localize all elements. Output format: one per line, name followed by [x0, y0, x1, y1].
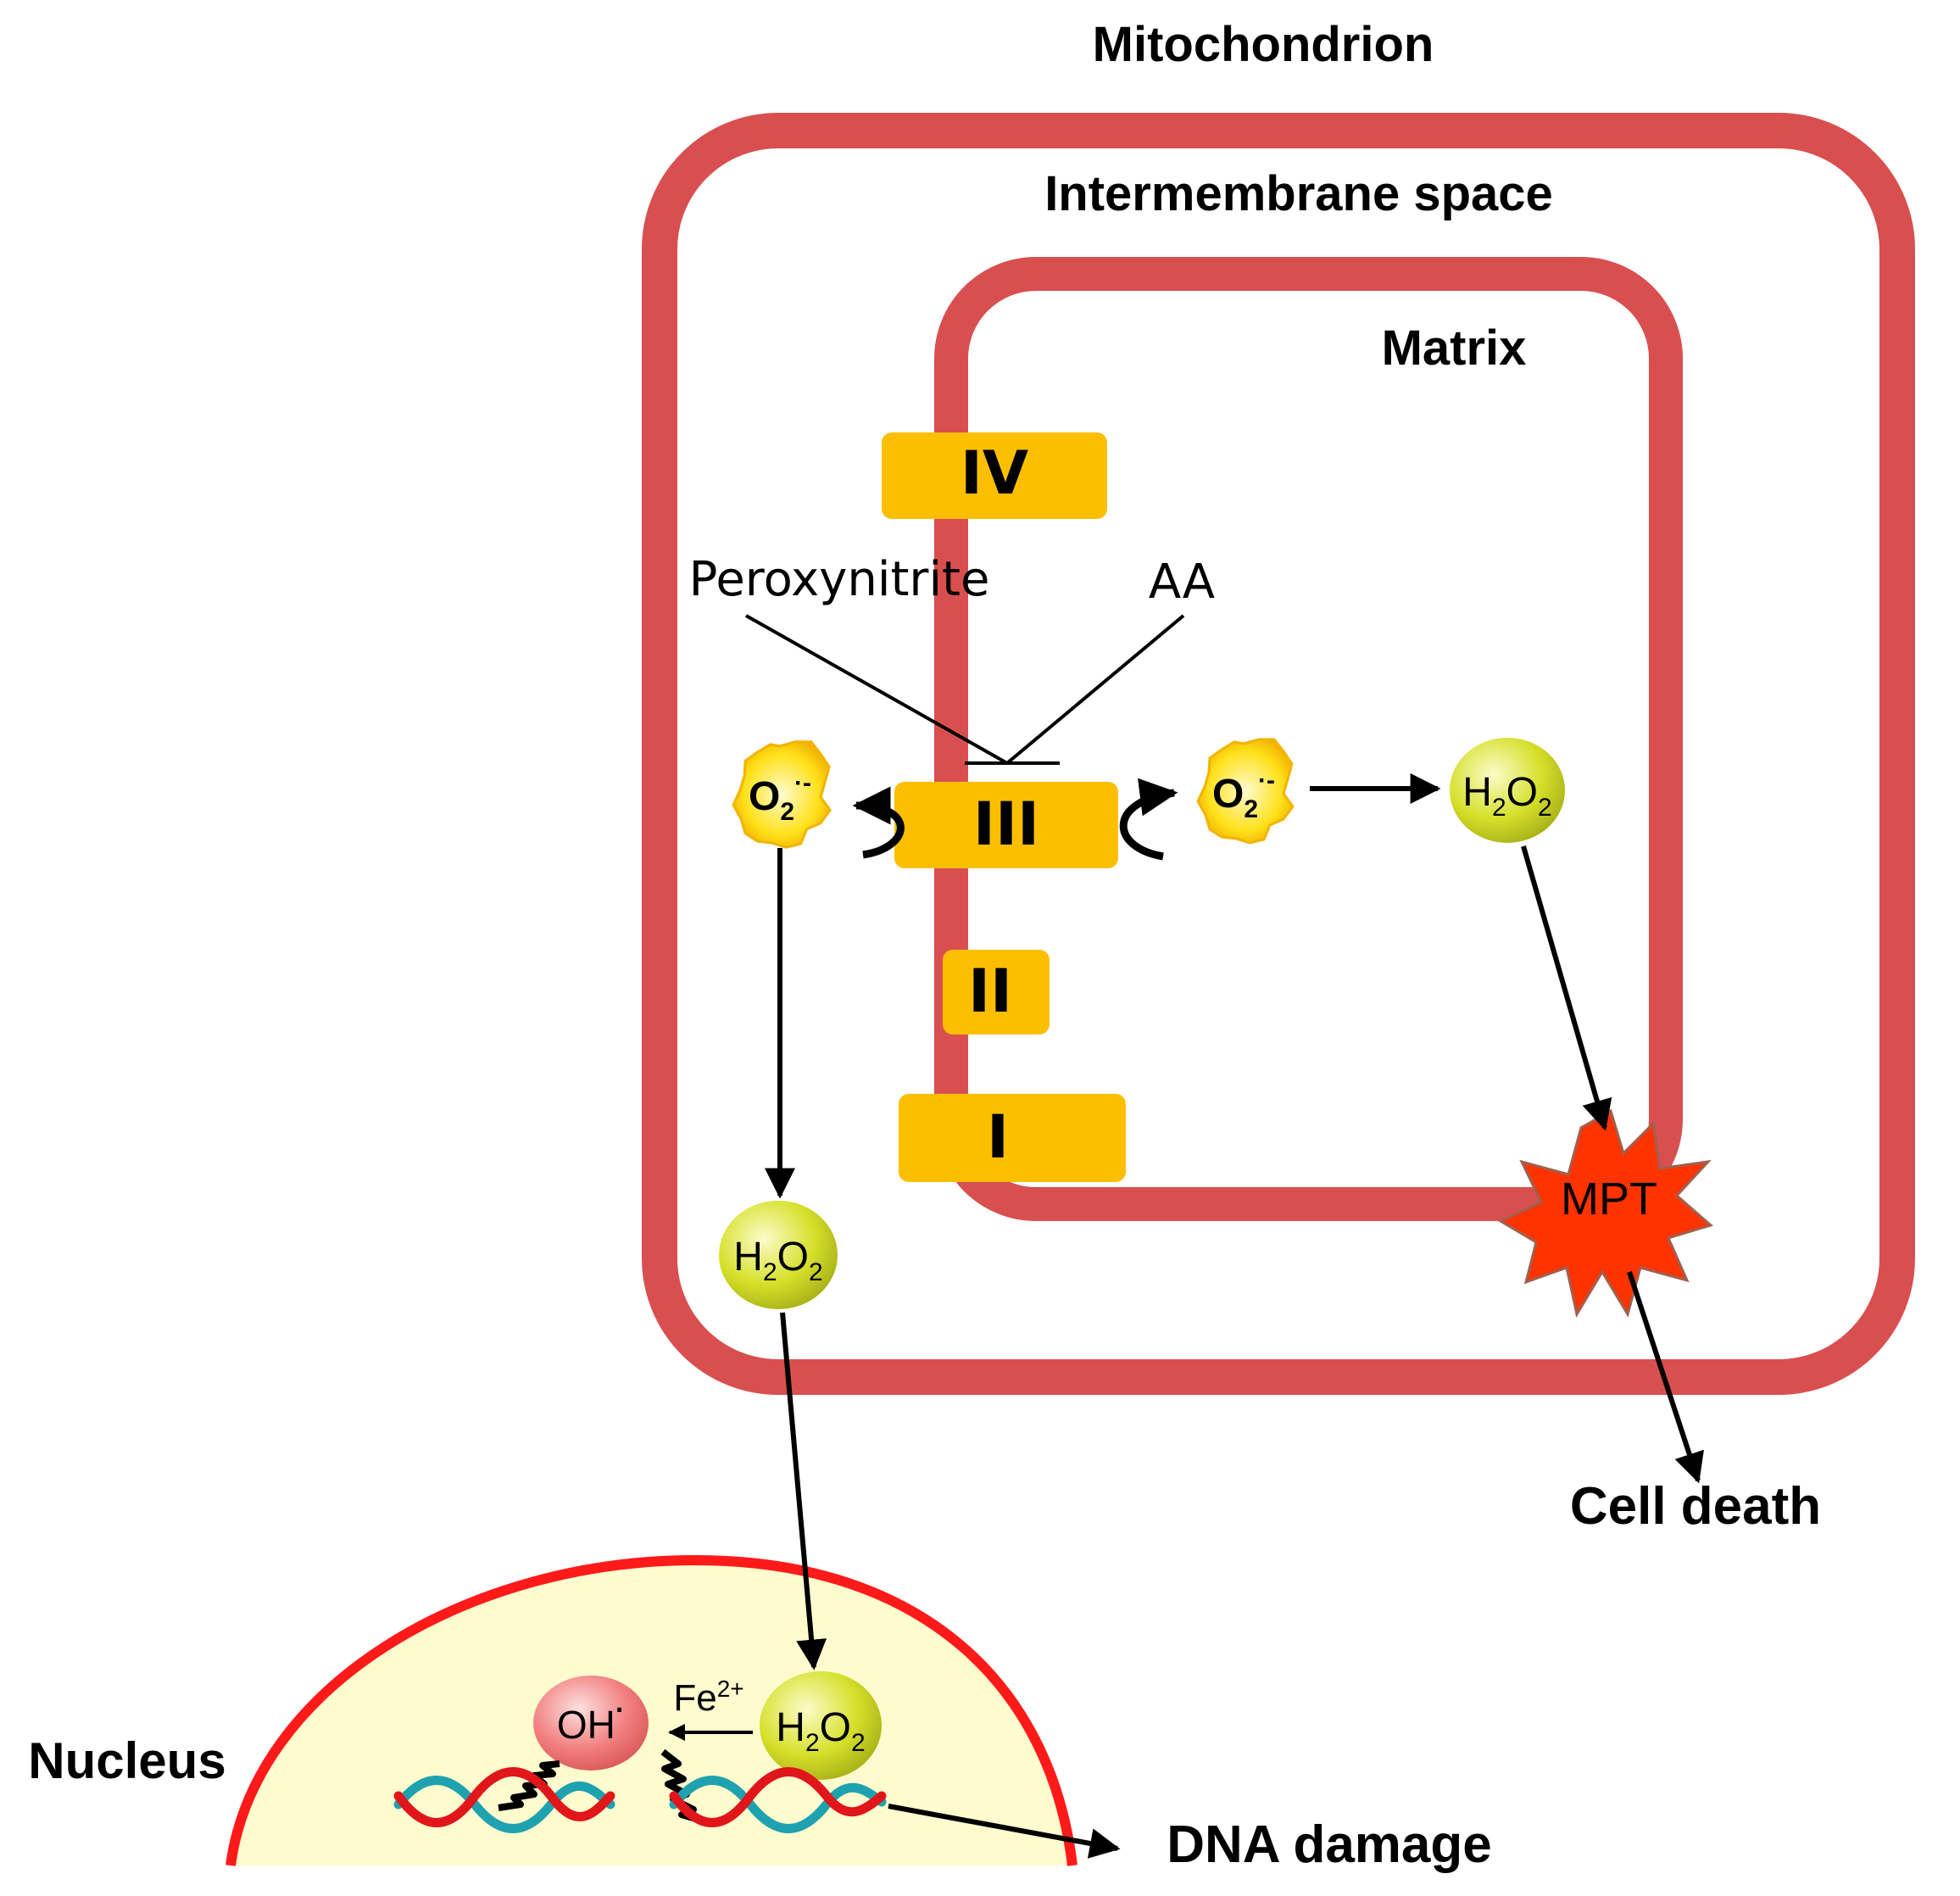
matrix-label: Matrix	[1382, 321, 1527, 376]
mitochondrion-label: Mitochondrion	[1093, 17, 1434, 72]
h2o2-to-mpt-arrow	[1521, 845, 1612, 1131]
complex-ii: II	[943, 950, 1050, 1034]
superoxide-left-text: O2·-	[749, 769, 811, 826]
mpt-burst: MPT	[1497, 1108, 1714, 1319]
aa-inhibition-line	[1005, 614, 1185, 765]
superoxide-right: O2·-	[1196, 738, 1295, 845]
complex-iv: IV	[882, 432, 1107, 519]
complex-i: I	[899, 1094, 1126, 1182]
h2o2-matrix-text: H2O2	[1462, 770, 1551, 822]
nucleus-label: Nucleus	[28, 1732, 226, 1789]
complex-iii-label: III	[973, 789, 1039, 859]
intermembrane-space-label: Intermembrane space	[1044, 166, 1553, 221]
complex-iv-label: IV	[961, 438, 1028, 508]
nucleus-membrane	[226, 1554, 1077, 1866]
complex-iii: III	[894, 782, 1118, 868]
hydroxyl-radical: OH·	[533, 1676, 649, 1771]
dna-strand-left	[393, 1767, 615, 1833]
complex-i-label: I	[987, 1102, 1009, 1172]
h2o2-intermembrane-text: H2O2	[733, 1235, 822, 1286]
superoxide-right-star	[1196, 738, 1295, 845]
outer-membrane	[642, 113, 1915, 1395]
inner-membrane	[934, 257, 1683, 1221]
superoxide-release-arrow-left	[852, 786, 905, 859]
superoxide-right-text: O2·-	[1212, 767, 1275, 823]
superoxide-left: O2·-	[732, 740, 832, 849]
dna-damage-label: DNA damage	[1167, 1815, 1492, 1874]
h2o2-matrix: H2O2	[1450, 738, 1565, 843]
h2o2-intermembrane: H2O2	[719, 1201, 838, 1309]
h2o2-nucleus-text: H2O2	[776, 1705, 865, 1757]
nucleus	[226, 1554, 1077, 1866]
mpt-burst-shape	[1497, 1108, 1714, 1319]
h2o2-to-nucleus-arrow	[780, 1312, 827, 1670]
peroxynitrite-label: Peroxynitrite	[689, 552, 990, 607]
hydroxyl-text: OH·	[557, 1694, 625, 1747]
pathway-arrows	[765, 773, 1704, 1859]
aa-label: AA	[1149, 555, 1215, 610]
h2o2-nucleus: H2O2	[760, 1671, 882, 1780]
inhibition-lines	[745, 614, 1185, 765]
iron-label: Fe2+	[673, 1676, 743, 1719]
superoxide-left-star	[732, 740, 832, 849]
nucleus-shape	[231, 1560, 1072, 1865]
mpt-label: MPT	[1561, 1174, 1657, 1224]
cell-death-label: Cell death	[1570, 1477, 1821, 1536]
mpt-to-cell-death-arrow	[1627, 1271, 1704, 1484]
dna-strand-right	[669, 1767, 887, 1833]
dna-to-damage-arrow	[888, 1804, 1121, 1859]
peroxynitrite-inhibition-line	[745, 614, 1008, 765]
superoxide-release-arrow-right	[1119, 778, 1178, 861]
complex-ii-label: II	[968, 956, 1012, 1026]
